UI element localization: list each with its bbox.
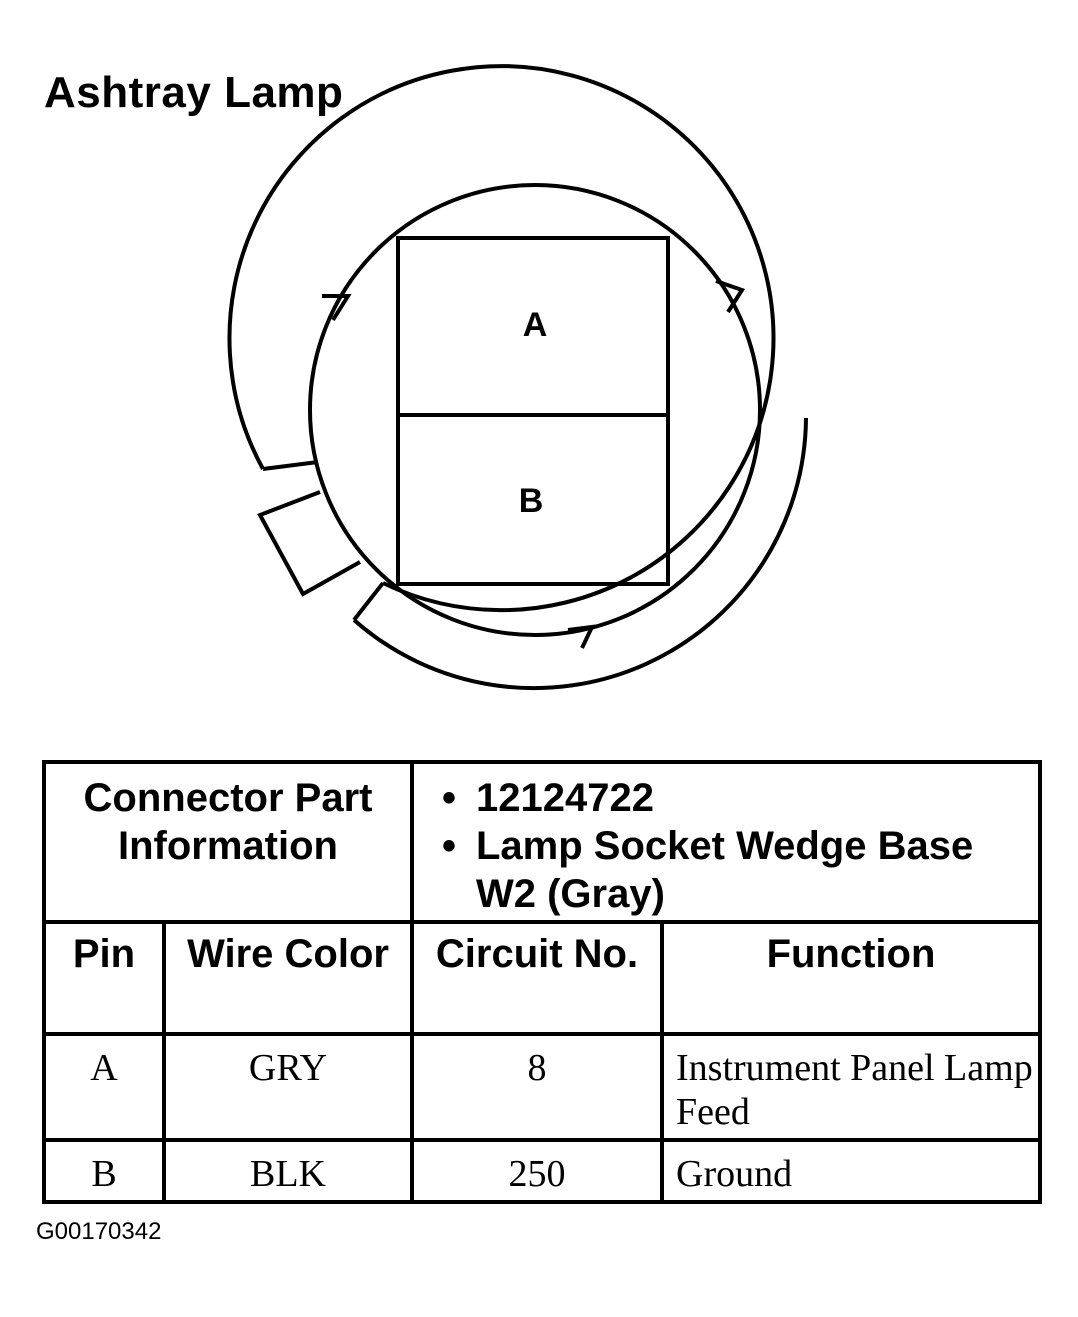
connector-lock-tab [257,490,361,597]
diagram-title: Ashtray Lamp [44,68,344,117]
row-a-pin: A [42,1032,166,1142]
pin-b-label: B [519,482,544,520]
col-header-wire-color: Wire Color [162,920,414,1036]
table-row: B BLK 250 Ground [42,1138,1042,1204]
figure-code: G00170342 [36,1218,162,1245]
part-info-value-cell: 12124722 Lamp Socket Wedge Base W2 (Gray… [410,760,1042,924]
connector-ring-gap-bottom [352,581,385,622]
column-header-row: Pin Wire Color Circuit No. Function [42,920,1042,1036]
row-a-wire-color: GRY [162,1032,414,1142]
part-info-label: Connector Part Information [83,776,373,868]
connector-ring-gap-top [262,460,319,471]
part-info-row: Connector Part Information 12124722 Lamp… [42,760,1042,924]
row-a-function: Instrument Panel Lamp Feed [660,1032,1042,1142]
part-number: 12124722 [442,774,1038,822]
row-a-circuit-no: 8 [410,1032,664,1142]
polarization-notch-right [715,279,746,314]
connector-info-table: Connector Part Information 12124722 Lamp… [42,760,1042,1204]
row-b-pin: B [42,1138,166,1204]
col-header-circuit-no: Circuit No. [410,920,664,1036]
connector-outer-ring-lower [352,417,808,691]
connector-inner-circle [308,183,762,637]
col-header-function: Function [660,920,1042,1036]
part-info-label-cell: Connector Part Information [42,760,414,924]
part-info-list: 12124722 Lamp Socket Wedge Base W2 (Gray… [414,774,1038,918]
col-header-pin: Pin [42,920,166,1036]
table-row: A GRY 8 Instrument Panel Lamp Feed [42,1032,1042,1142]
polarization-notch-left [322,294,352,322]
connector-face-diagram: A B [227,64,808,691]
polarization-notch-bottom [567,624,596,649]
connector-outer-ring-upper [227,64,776,613]
pin-a-label: A [523,306,548,344]
part-description: Lamp Socket Wedge Base W2 (Gray) [442,822,1038,918]
row-b-function: Ground [660,1138,1042,1204]
pin-cavity-b [396,413,670,586]
row-b-circuit-no: 250 [410,1138,664,1204]
row-b-wire-color: BLK [162,1138,414,1204]
